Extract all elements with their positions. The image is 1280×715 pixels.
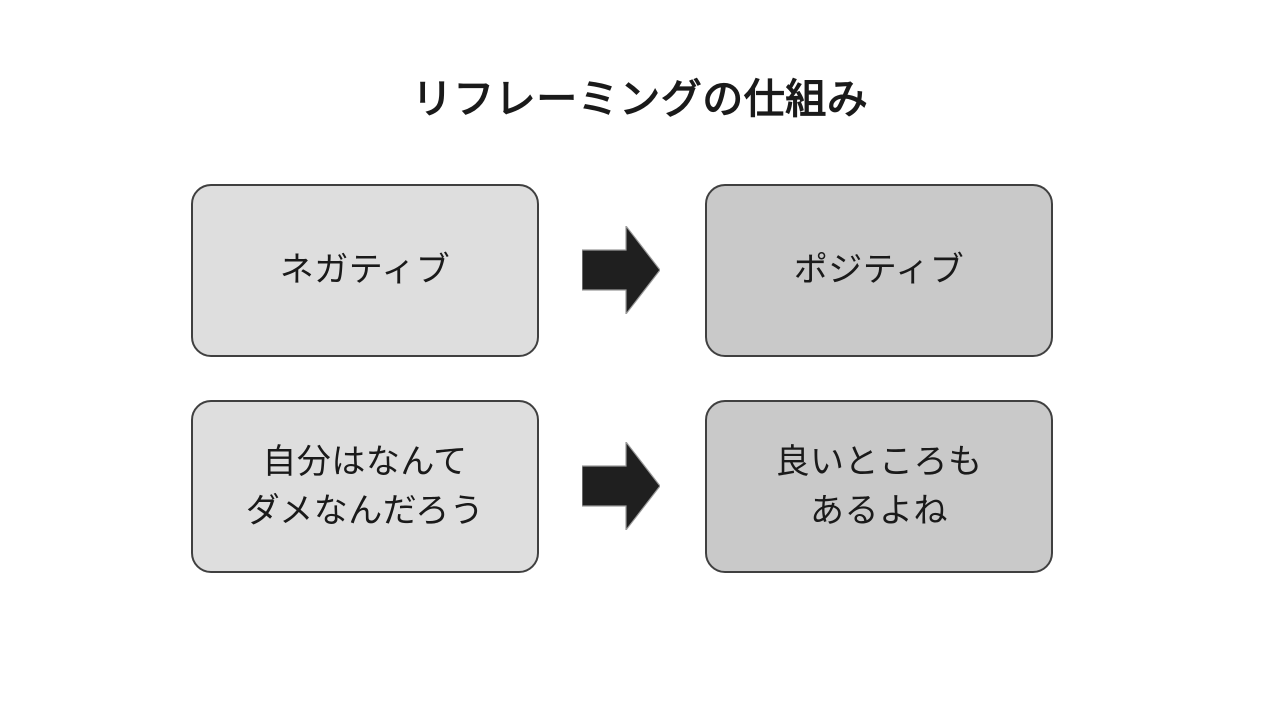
negative-thought-box: 自分はなんて ダメなんだろう bbox=[191, 400, 539, 573]
negative-thought-label: 自分はなんて ダメなんだろう bbox=[245, 443, 485, 530]
positive-concept-box: ポジティブ bbox=[705, 184, 1053, 357]
negative-concept-label: ネガティブ bbox=[279, 251, 451, 290]
right-arrow-icon bbox=[582, 226, 660, 314]
negative-concept-box: ネガティブ bbox=[191, 184, 539, 357]
positive-concept-label: ポジティブ bbox=[793, 251, 965, 290]
positive-thought-box: 良いところも あるよね bbox=[705, 400, 1053, 573]
right-arrow-icon bbox=[582, 442, 660, 530]
page-title: リフレーミングの仕組み bbox=[411, 76, 869, 122]
positive-thought-label: 良いところも あるよね bbox=[775, 443, 983, 530]
